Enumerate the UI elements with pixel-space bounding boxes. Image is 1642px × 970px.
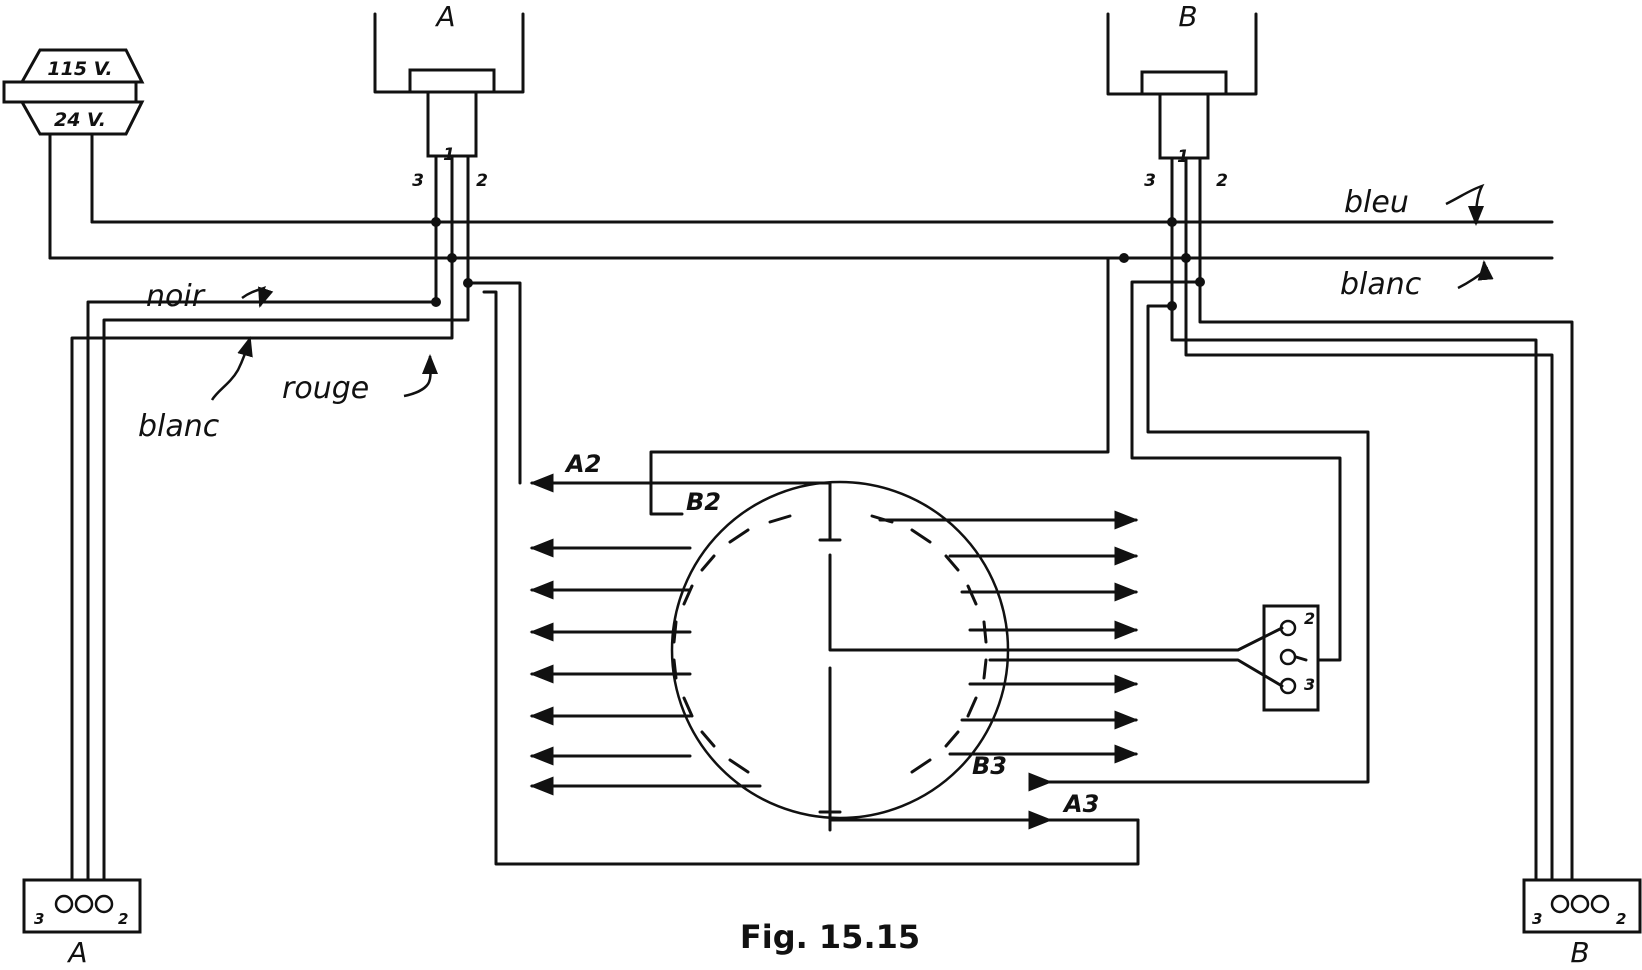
- switch-label-a3: A3: [1062, 790, 1099, 818]
- bus-wires: [48, 220, 1554, 260]
- relay-a-label: A: [434, 0, 455, 33]
- relay-b-terminal-2: 2: [1216, 171, 1228, 191]
- terminal-block-right: 2 3: [988, 604, 1320, 712]
- station-b-terminal-3: 3: [1532, 910, 1542, 928]
- station-a-terminal-2: 2: [118, 910, 128, 928]
- label-blanc-left: blanc: [138, 409, 220, 444]
- transformer: 115 V. 24 V.: [2, 48, 145, 260]
- station-a-terminal-3: 3: [34, 910, 44, 928]
- switch-label-a2: A2: [564, 450, 601, 478]
- selector-switch: A2 B2 B3 A3: [529, 450, 1140, 832]
- transformer-primary-label: 115 V.: [47, 58, 112, 80]
- station-b-label: B: [1570, 936, 1589, 969]
- relay-a: A 1 3 2: [70, 0, 1140, 882]
- relay-b-terminal-1: 1: [1177, 147, 1189, 167]
- terminal-right-label-2: 2: [1304, 609, 1315, 628]
- station-a: 3 2 A: [22, 878, 142, 969]
- wire-labels: bleu blanc noir blanc rouge: [138, 183, 1494, 444]
- relay-a-terminal-1: 1: [443, 145, 455, 165]
- relay-a-terminal-2: 2: [476, 171, 488, 191]
- transformer-secondary-label: 24 V.: [54, 109, 106, 131]
- label-rouge: rouge: [282, 371, 369, 406]
- station-b: 3 2 B: [1522, 878, 1642, 969]
- label-bleu: bleu: [1344, 185, 1409, 220]
- terminal-right-label-3: 3: [1304, 675, 1315, 694]
- label-noir: noir: [146, 279, 206, 314]
- relay-b-label: B: [1178, 0, 1197, 33]
- label-blanc-right: blanc: [1340, 267, 1422, 302]
- relay-b-terminal-3: 3: [1144, 171, 1156, 191]
- station-a-label: A: [66, 936, 87, 969]
- figure-caption: Fig. 15.15: [740, 918, 920, 956]
- switch-label-b3: B3: [972, 752, 1007, 780]
- switch-label-b2: B2: [686, 488, 721, 516]
- relay-a-terminal-3: 3: [412, 171, 424, 191]
- relay-b: B 1 3 2: [649, 0, 1574, 882]
- station-b-terminal-2: 2: [1616, 910, 1626, 928]
